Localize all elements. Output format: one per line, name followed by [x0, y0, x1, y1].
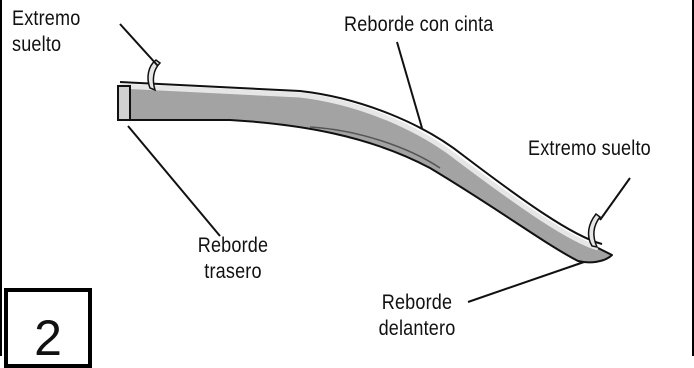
step-number-box: 2: [4, 288, 92, 368]
trim-strip-illustration: [117, 23, 631, 303]
leader-extremo-right: [599, 177, 631, 221]
frame-right-border: [692, 0, 694, 356]
loose-tape-tab-left: [147, 59, 162, 92]
leader-reborde-delantero: [467, 261, 585, 303]
loose-tape-tab-right: [587, 212, 602, 249]
rear-end-cap: [117, 85, 131, 121]
label-reborde-con-cinta: Reborde con cinta: [344, 13, 494, 36]
label-extremo-suelto-left: Extremo suelto: [12, 7, 81, 56]
leader-extremo-left: [119, 23, 159, 67]
leader-reborde-cinta: [396, 41, 423, 129]
taped-edge-outline: [119, 81, 603, 245]
strip-highlight: [309, 126, 441, 169]
frame-left-border: [0, 0, 2, 356]
step-number: 2: [34, 310, 62, 366]
label-extremo-suelto-right: Extremo suelto: [528, 137, 651, 160]
taped-edge: [119, 83, 599, 251]
label-reborde-delantero: Reborde delantero: [378, 291, 456, 340]
leader-reborde-trasero: [127, 125, 221, 237]
label-reborde-trasero: Reborde trasero: [197, 234, 269, 283]
